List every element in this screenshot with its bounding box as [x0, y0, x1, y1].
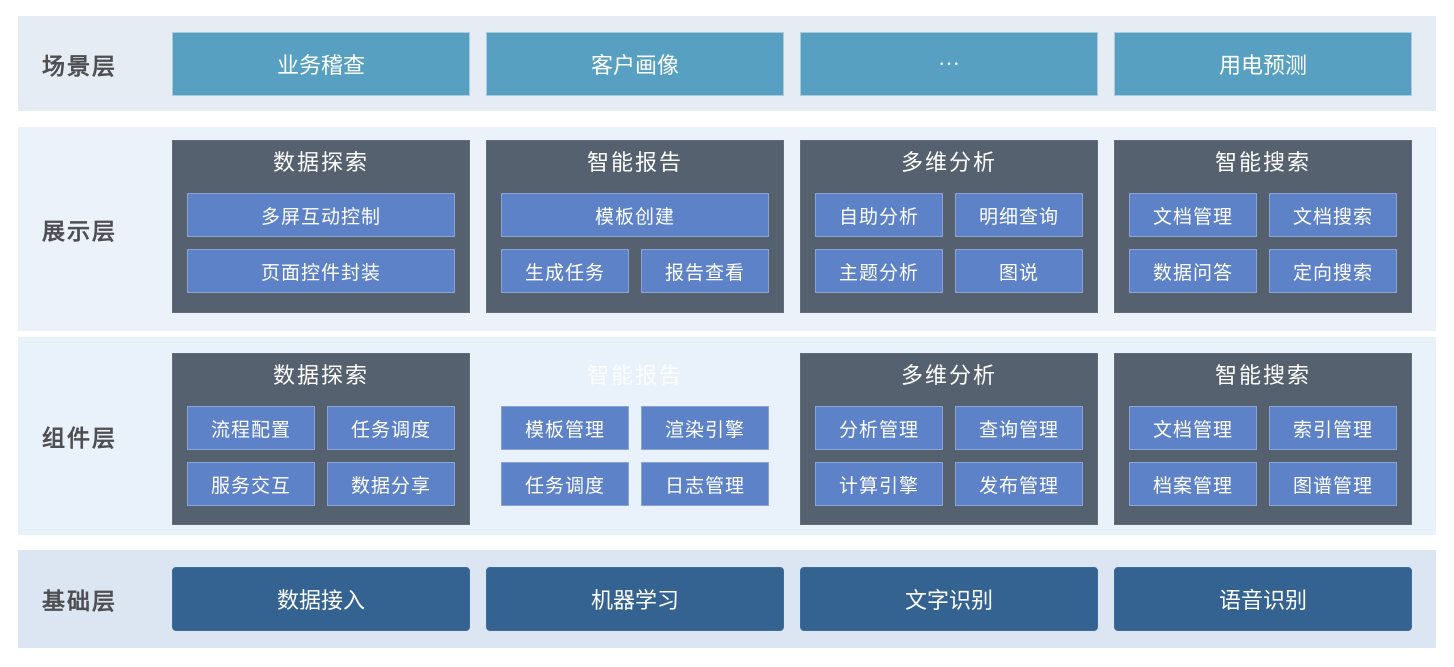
- module-row: 计算引擎 发布管理: [815, 462, 1083, 506]
- component-card-multidim-analysis: 多维分析 分析管理 查询管理 计算引擎 发布管理: [800, 353, 1098, 525]
- layer-band-component: 组件层 数据探索 流程配置 任务调度 服务交互 数据分享 智能报告 模板管理 渲…: [18, 337, 1436, 535]
- module-block: 计算引擎: [815, 462, 943, 506]
- card-title: 数据探索: [272, 150, 369, 175]
- module-block: 图说: [955, 249, 1083, 293]
- scene-buttons-row: 业务稽查 客户画像 ··· 用电预测: [172, 16, 1436, 111]
- base-block-data-access: 数据接入: [172, 567, 470, 631]
- card-title: 数据探索: [272, 363, 369, 388]
- module-block: 图谱管理: [1269, 462, 1397, 506]
- card-title: 智能报告: [586, 363, 683, 388]
- display-card-smart-report: 智能报告 模板创建 生成任务 报告查看: [486, 140, 784, 313]
- display-cards-row: 数据探索 多屏互动控制 页面控件封装 智能报告 模板创建 生成任务 报告查看 多…: [172, 127, 1436, 331]
- base-block-asr: 语音识别: [1114, 567, 1412, 631]
- module-block: 定向搜索: [1269, 249, 1397, 293]
- component-card-data-exploration: 数据探索 流程配置 任务调度 服务交互 数据分享: [172, 353, 470, 525]
- module-block: 任务调度: [501, 462, 629, 506]
- module-block: 文档管理: [1129, 406, 1257, 450]
- module-block: 明细查询: [955, 193, 1083, 237]
- display-card-data-exploration: 数据探索 多屏互动控制 页面控件封装: [172, 140, 470, 313]
- module-block: 模板管理: [501, 406, 629, 450]
- module-block: 发布管理: [955, 462, 1083, 506]
- module-block: 生成任务: [501, 249, 629, 293]
- scene-block-ellipsis: ···: [800, 31, 1098, 96]
- display-card-multidim-analysis: 多维分析 自助分析 明细查询 主题分析 图说: [800, 140, 1098, 313]
- module-block: 数据问答: [1129, 249, 1257, 293]
- component-cards-row: 数据探索 流程配置 任务调度 服务交互 数据分享 智能报告 模板管理 渲染引擎 …: [172, 337, 1436, 535]
- card-title: 智能报告: [586, 150, 683, 175]
- layer-label-base: 基础层: [42, 588, 117, 614]
- module-block: 档案管理: [1129, 462, 1257, 506]
- layer-band-base: 基础层 数据接入 机器学习 文字识别 语音识别: [18, 550, 1436, 648]
- display-card-smart-search: 智能搜索 文档管理 文档搜索 数据问答 定向搜索: [1114, 140, 1412, 313]
- module-block: 查询管理: [955, 406, 1083, 450]
- module-block: 多屏互动控制: [187, 193, 455, 237]
- module-row: 文档管理 文档搜索: [1129, 193, 1397, 237]
- module-block: 日志管理: [641, 462, 769, 506]
- module-block: 渲染引擎: [641, 406, 769, 450]
- module-row: 服务交互 数据分享: [187, 462, 455, 506]
- module-block: 文档管理: [1129, 193, 1257, 237]
- module-block: 模板创建: [501, 193, 769, 237]
- scene-block-power-forecast: 用电预测: [1114, 31, 1412, 96]
- layer-label-component: 组件层: [42, 425, 117, 451]
- scene-block-business-audit: 业务稽查: [172, 31, 470, 96]
- card-title: 多维分析: [900, 363, 997, 388]
- scene-block-customer-profile: 客户画像: [486, 31, 784, 96]
- module-block: 流程配置: [187, 406, 315, 450]
- component-card-smart-search: 智能搜索 文档管理 索引管理 档案管理 图谱管理: [1114, 353, 1412, 525]
- card-title: 智能搜索: [1214, 363, 1311, 388]
- module-block: 页面控件封装: [187, 249, 455, 293]
- layer-band-scene: 场景层 业务稽查 客户画像 ··· 用电预测: [18, 16, 1436, 111]
- base-block-ocr: 文字识别: [800, 567, 1098, 631]
- module-block: 文档搜索: [1269, 193, 1397, 237]
- module-block: 服务交互: [187, 462, 315, 506]
- module-block: 数据分享: [327, 462, 455, 506]
- module-block: 主题分析: [815, 249, 943, 293]
- layer-band-display: 展示层 数据探索 多屏互动控制 页面控件封装 智能报告 模板创建 生成任务 报告…: [18, 127, 1436, 331]
- module-block: 任务调度: [327, 406, 455, 450]
- module-row: 档案管理 图谱管理: [1129, 462, 1397, 506]
- module-block: 自助分析: [815, 193, 943, 237]
- module-row: 主题分析 图说: [815, 249, 1083, 293]
- module-block: 报告查看: [641, 249, 769, 293]
- module-row: 分析管理 查询管理: [815, 406, 1083, 450]
- module-block: 分析管理: [815, 406, 943, 450]
- module-row: 流程配置 任务调度: [187, 406, 455, 450]
- layer-label-display: 展示层: [42, 218, 117, 244]
- module-row: 模板管理 渲染引擎: [501, 406, 769, 450]
- layer-label-scene: 场景层: [42, 52, 117, 79]
- card-title: 智能搜索: [1214, 150, 1311, 175]
- card-title: 多维分析: [900, 150, 997, 175]
- base-block-machine-learning: 机器学习: [486, 567, 784, 631]
- module-block: 索引管理: [1269, 406, 1397, 450]
- module-row: 数据问答 定向搜索: [1129, 249, 1397, 293]
- module-row: 任务调度 日志管理: [501, 462, 769, 506]
- module-row: 生成任务 报告查看: [501, 249, 769, 293]
- base-buttons-row: 数据接入 机器学习 文字识别 语音识别: [172, 550, 1436, 648]
- module-row: 自助分析 明细查询: [815, 193, 1083, 237]
- module-row: 文档管理 索引管理: [1129, 406, 1397, 450]
- component-card-smart-report: 智能报告 模板管理 渲染引擎 任务调度 日志管理: [486, 353, 784, 525]
